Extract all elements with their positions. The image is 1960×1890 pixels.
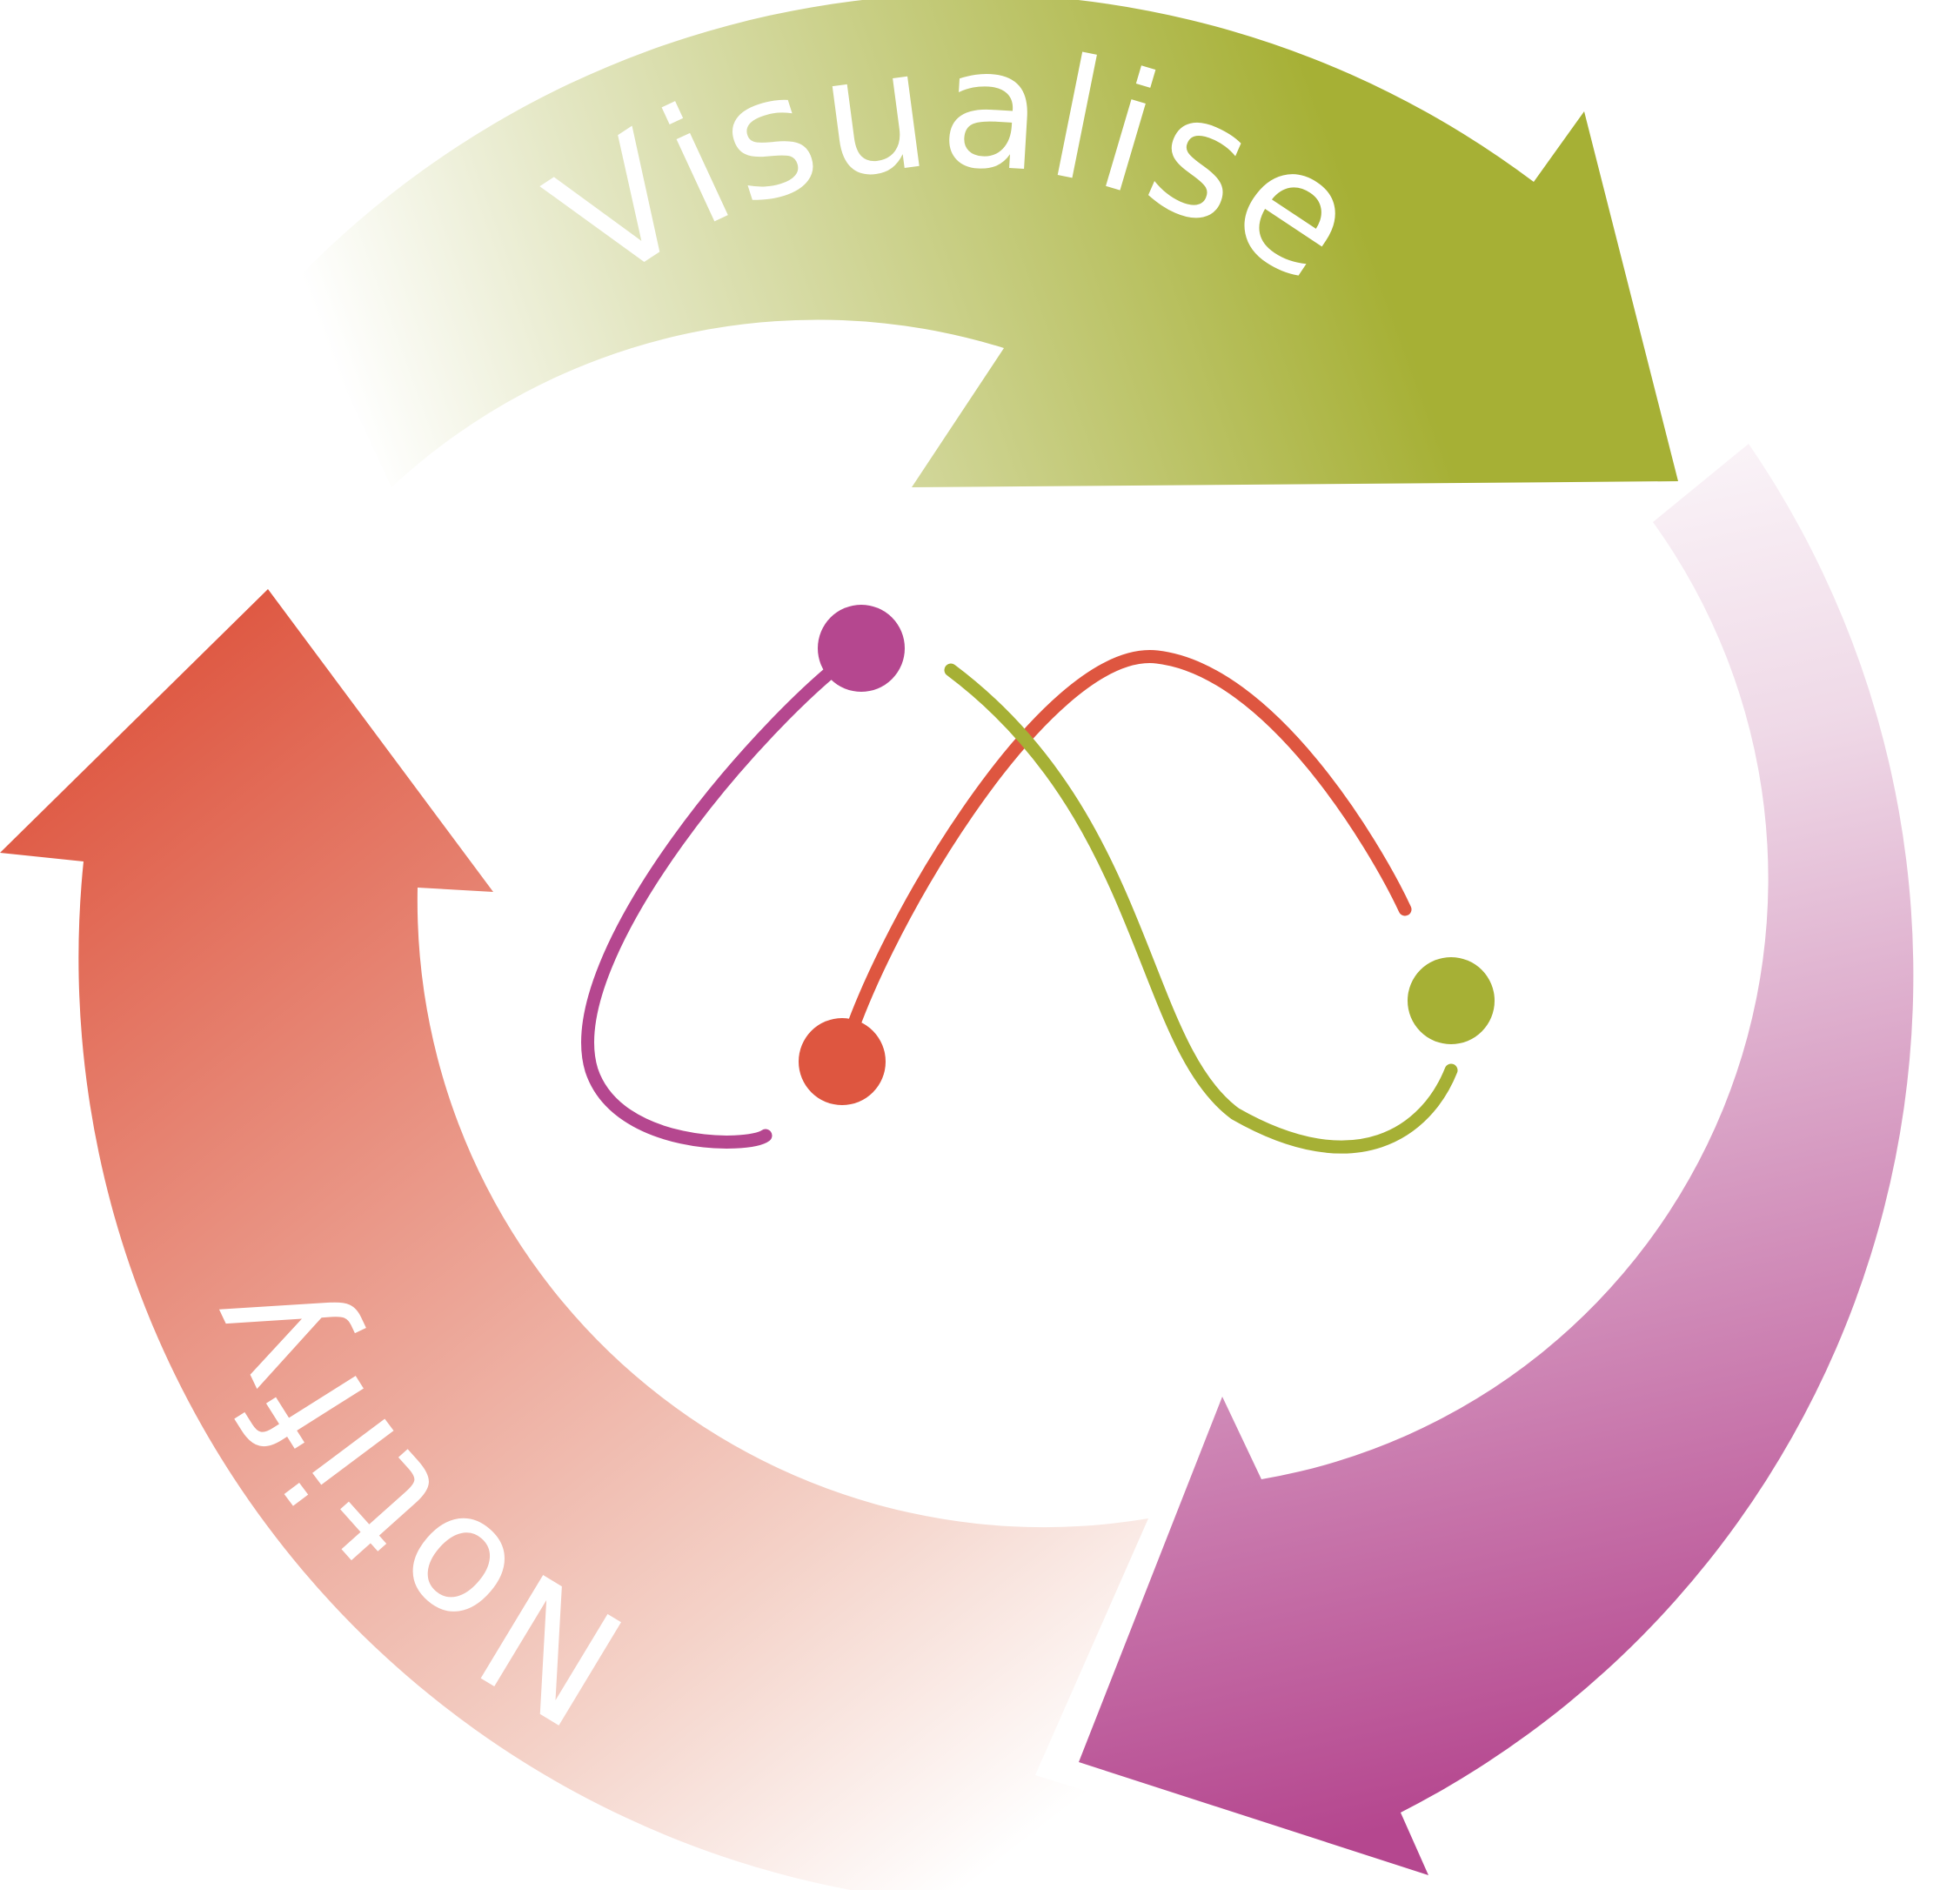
logo-red-dot [799, 1018, 886, 1105]
center-logo [581, 605, 1495, 1154]
logo-green-dot [1408, 957, 1495, 1044]
logo-purple-curve [581, 641, 868, 1149]
automate-arrow: Automate [1079, 444, 1960, 1875]
visualise-arrow: Visualise [295, 0, 1678, 487]
logo-green-curve [944, 663, 1458, 1154]
logo-red-curve [835, 650, 1412, 1069]
logo-purple-dot [818, 605, 905, 692]
